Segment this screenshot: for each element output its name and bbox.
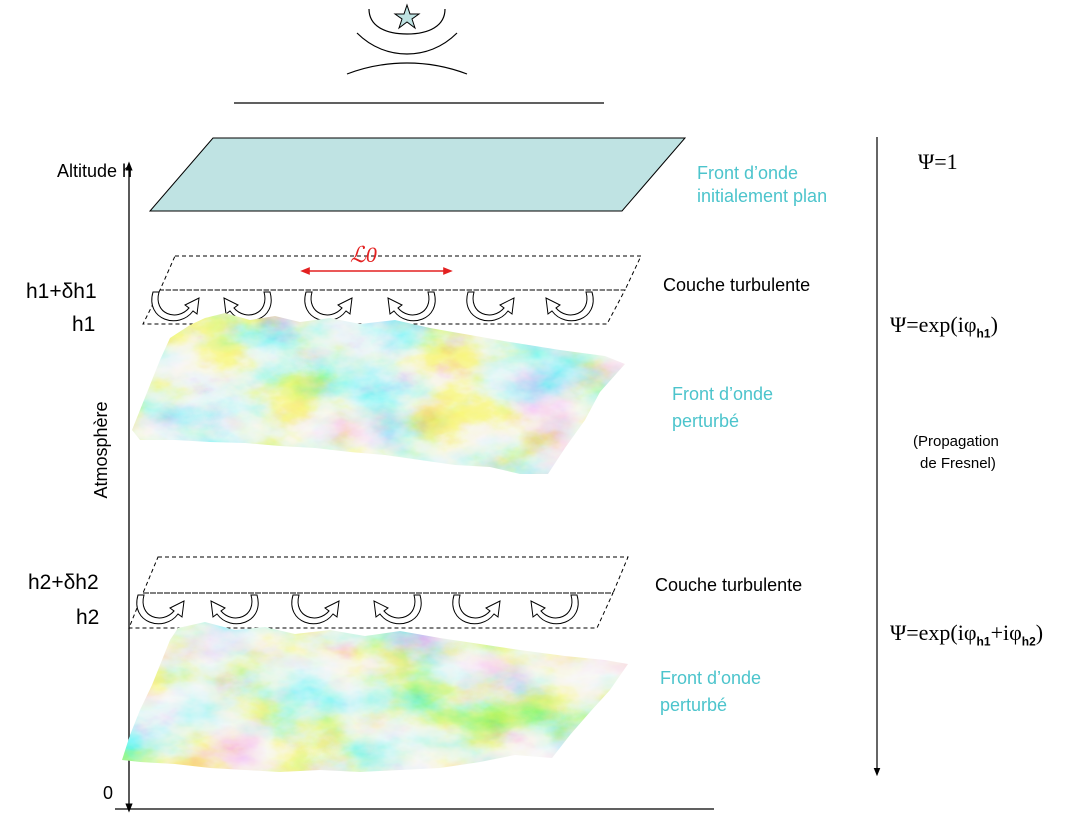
h2-label: h2 (76, 606, 100, 629)
turbulent-layer-1 (142, 255, 642, 325)
psi-after-layer-1: Ψ=exp(iφh1) (890, 312, 998, 341)
eddy-icon (136, 594, 185, 625)
psi-after-layer-2: Ψ=exp(iφh1+iφh2) (890, 620, 1044, 649)
altitude-label: Altitude h (57, 161, 133, 181)
eddy-icon (304, 291, 353, 322)
fresnel-label-line1: (Propagation (913, 433, 999, 450)
front-plan-label-line2: initialement plan (697, 186, 828, 206)
star-source-icon (346, 3, 468, 75)
fresnel-label-line2: de Fresnel) (920, 455, 996, 472)
eddy-icon (291, 594, 340, 625)
front-plan-label-line1: Front d’onde (697, 163, 799, 183)
perturbed-front-1-label-line2: perturbé (672, 411, 740, 431)
eddy-icon (530, 594, 579, 625)
perturbed-wavefront-1 (132, 313, 625, 474)
eddy-icon (373, 594, 422, 625)
eddy-icon (387, 291, 436, 322)
eddy-icon (452, 594, 501, 625)
turbulent-layer-1-label: Couche turbulente (663, 275, 811, 295)
eddy-icon (545, 291, 594, 322)
h1-label: h1 (72, 313, 96, 336)
eddy-icon (466, 291, 515, 322)
star-icon (393, 3, 421, 30)
psi-initial: Ψ=1 (918, 149, 958, 174)
turbulent-layer-2-label: Couche turbulente (655, 575, 803, 595)
perturbed-front-1-label-line1: Front d’onde (672, 384, 774, 404)
perturbed-front-2-label-line1: Front d’onde (660, 668, 762, 688)
zero-label: 0 (103, 783, 114, 803)
perturbed-front-2-label-line2: perturbé (660, 695, 728, 715)
outer-scale-label: ℒ0 (350, 242, 377, 267)
h2-top-label: h2+δh2 (28, 571, 99, 594)
h1-top-label: h1+δh1 (26, 280, 97, 303)
turbulent-layer-2 (128, 556, 629, 629)
atmosphere-label: Atmosphère (91, 401, 111, 499)
perturbed-wavefront-2 (122, 622, 628, 772)
eddy-icon (151, 291, 200, 322)
eddy-icon (210, 594, 259, 625)
initial-plane-wavefront (148, 137, 687, 212)
